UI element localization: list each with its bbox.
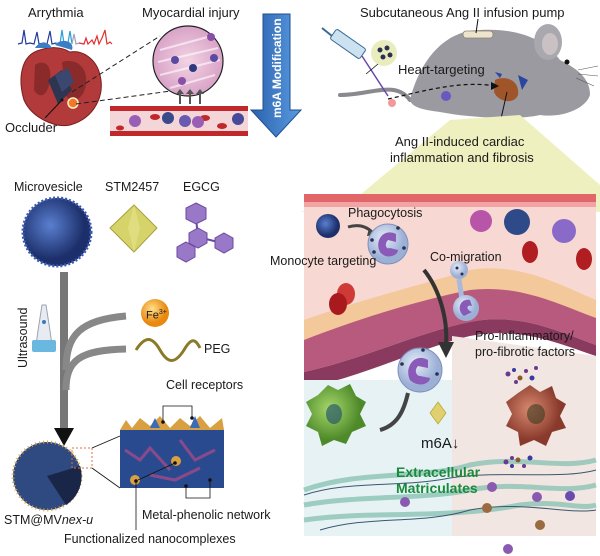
- monocyte-comigration: [450, 261, 479, 321]
- process-arrow: [54, 272, 127, 446]
- stm2457-small: [429, 401, 447, 425]
- microvesicle-label: Microvesicle: [14, 180, 83, 194]
- m6a-decrease-label: m6A↓: [421, 435, 460, 452]
- blood-vessel: [110, 106, 248, 136]
- syringe-icon: [321, 27, 389, 97]
- cell-receptors-label: Cell receptors: [166, 378, 244, 392]
- stm2457-crystal-icon: [109, 204, 158, 253]
- phagocytosis-label: Phagocytosis: [348, 206, 423, 220]
- fe3-label: Fe3+: [146, 305, 167, 324]
- occluder-label: Occluder: [5, 120, 58, 135]
- m6a-modification-label: m6A Modification: [270, 18, 284, 118]
- pro-inflammatory-label-line2: pro-fibrotic factors: [475, 345, 576, 359]
- callout-lines: [135, 405, 211, 530]
- myocardial-injury-label: Myocardial injury: [142, 5, 240, 20]
- monocyte-phagocytosis: [367, 223, 409, 265]
- heart-illustration: [20, 40, 102, 127]
- macrophage-inflammatory: [506, 385, 566, 446]
- macrophage-reparative: [306, 384, 366, 446]
- ultrasound-probe-icon: [32, 304, 56, 352]
- infusion-pump-label: Subcutaneous Ang II infusion pump: [360, 5, 565, 20]
- stm-mv-suffix: nex-u: [61, 513, 94, 527]
- stm-mv-label: STM@MVnex-u: [4, 513, 93, 528]
- heart-targeting-label: Heart-targeting: [398, 62, 485, 77]
- pro-inflammatory-label-line1: Pro-inflammatory/: [475, 329, 574, 343]
- egcg-molecule-icon: [176, 202, 234, 263]
- cardiac-inflammation-label-line1: Ang II-induced cardiac: [395, 134, 525, 149]
- functionalized-nanocomplexes-label: Functionalized nanocomplexes: [64, 532, 236, 546]
- peg-label: PEG: [204, 342, 231, 356]
- metal-phenolic-label: Metal-phenolic network: [142, 508, 271, 522]
- co-migration-label: Co-migration: [430, 250, 502, 264]
- upward-arrows: [176, 89, 204, 104]
- ecm-label-line1: Extracellular: [396, 464, 481, 480]
- monocyte-tissue: [397, 347, 443, 393]
- peg-chain-icon: [134, 338, 202, 362]
- stm2457-label: STM2457: [105, 180, 160, 194]
- mouse-illustration: [338, 18, 599, 133]
- monocyte-targeting-label: Monocyte targeting: [270, 254, 377, 268]
- fe-charge: 3+: [158, 309, 167, 316]
- stm-mv-nanoparticle: [11, 440, 93, 512]
- ecm-strands: [303, 469, 597, 531]
- cytokine-dots: [503, 366, 538, 468]
- tissue-scene: [304, 194, 596, 536]
- ultrasound-label: Ultrasound: [16, 307, 30, 368]
- fe3-ion-icon: [141, 299, 169, 327]
- stm-mv-name: STM@MV: [4, 513, 62, 527]
- nanoparticle-bubble: [365, 40, 397, 75]
- microvesicle-icon: [21, 196, 93, 268]
- histology-circle: [152, 25, 224, 97]
- microvesicle-small: [316, 214, 340, 238]
- membrane-zoom-panel: [120, 416, 224, 488]
- egcg-label: EGCG: [183, 180, 220, 194]
- cardiac-inflammation-label-line2: inflammation and fibrosis: [390, 150, 534, 165]
- fe-symbol: Fe: [146, 309, 159, 322]
- zoom-projection: [300, 115, 600, 212]
- ecm-label-line2: Matriculates: [396, 480, 478, 496]
- arrhythmia-label: Arrythmia: [28, 5, 84, 20]
- m6a-modification-arrow: [249, 13, 303, 138]
